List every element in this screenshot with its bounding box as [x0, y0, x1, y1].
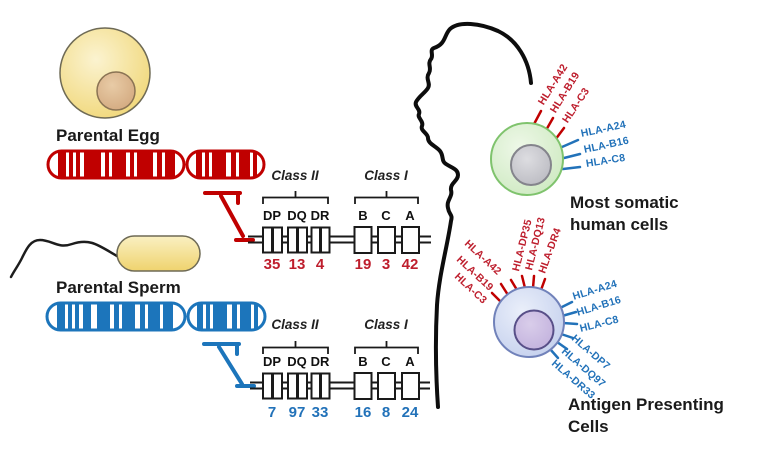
maternal-chromosome: [46, 149, 266, 180]
egg-allele-a: 42: [401, 256, 419, 273]
sperm-allele-dr: 33: [311, 404, 329, 421]
paternal-callout-connector: [202, 342, 256, 388]
egg-icon: [59, 27, 151, 119]
egg-allele-b: 19: [354, 256, 372, 273]
parental-egg-label: Parental Egg: [56, 126, 160, 145]
egg-allele-dq: 13: [288, 256, 306, 273]
sperm-allele-dq: 97: [288, 404, 306, 421]
egg-gene-dp: DP: [262, 208, 282, 223]
apc-cell: [490, 274, 579, 360]
egg-allele-c: 3: [381, 256, 391, 273]
somatic-cell-caption-line1: Most somatic: [570, 193, 679, 212]
sperm-tail: [9, 238, 119, 279]
sperm-gene-dp: DP: [262, 354, 282, 369]
apc-paternal-class-ii-spikes: [548, 332, 575, 360]
sperm-allele-b: 16: [354, 404, 372, 421]
egg-allele-dr: 4: [315, 256, 325, 273]
apc-caption-line1: Antigen Presenting: [568, 395, 724, 414]
egg-allele-dp: 35: [263, 256, 281, 273]
sperm-gene-c: C: [381, 354, 391, 369]
sperm-allele-a: 24: [401, 404, 419, 421]
somatic-cell-caption-line2: human cells: [570, 215, 669, 234]
apc-caption-line2: Cells: [568, 417, 609, 436]
egg-nucleus: [96, 71, 136, 111]
maternal-gene-map: [248, 191, 431, 254]
paternal-gene-map: [250, 341, 430, 400]
maternal-callout-connector: [203, 191, 255, 242]
egg-gene-dr: DR: [310, 208, 330, 223]
parental-sperm-label: Parental Sperm: [56, 278, 181, 297]
egg-gene-dq: DQ: [287, 208, 307, 223]
sperm-allele-c: 8: [381, 404, 391, 421]
sperm-gene-a: A: [405, 354, 415, 369]
sperm-icon: [9, 235, 201, 279]
sperm-gene-b: B: [358, 354, 368, 369]
sperm-allele-dp: 7: [267, 404, 277, 421]
human-silhouette: [413, 22, 533, 409]
somatic-paternal-hla-spikes: [560, 138, 582, 171]
apc-maternal-class-i-spikes: [490, 278, 519, 304]
apc-cell-nucleus: [513, 309, 555, 351]
egg-gene-a: A: [405, 208, 415, 223]
paternal-chromosome: [45, 301, 267, 332]
sperm-gene-dq: DQ: [287, 354, 307, 369]
sperm-gene-dr: DR: [310, 354, 330, 369]
egg-gene-b: B: [358, 208, 368, 223]
egg-class-ii-label: Class II: [271, 168, 319, 183]
sperm-class-i-label: Class I: [364, 317, 408, 332]
somatic-cell: [490, 109, 582, 196]
apc-maternal-class-ii-spikes: [520, 274, 547, 292]
egg-gene-c: C: [381, 208, 391, 223]
somatic-cell-nucleus: [510, 144, 552, 186]
egg-class-i-label: Class I: [364, 168, 408, 183]
sperm-class-ii-label: Class II: [271, 317, 319, 332]
